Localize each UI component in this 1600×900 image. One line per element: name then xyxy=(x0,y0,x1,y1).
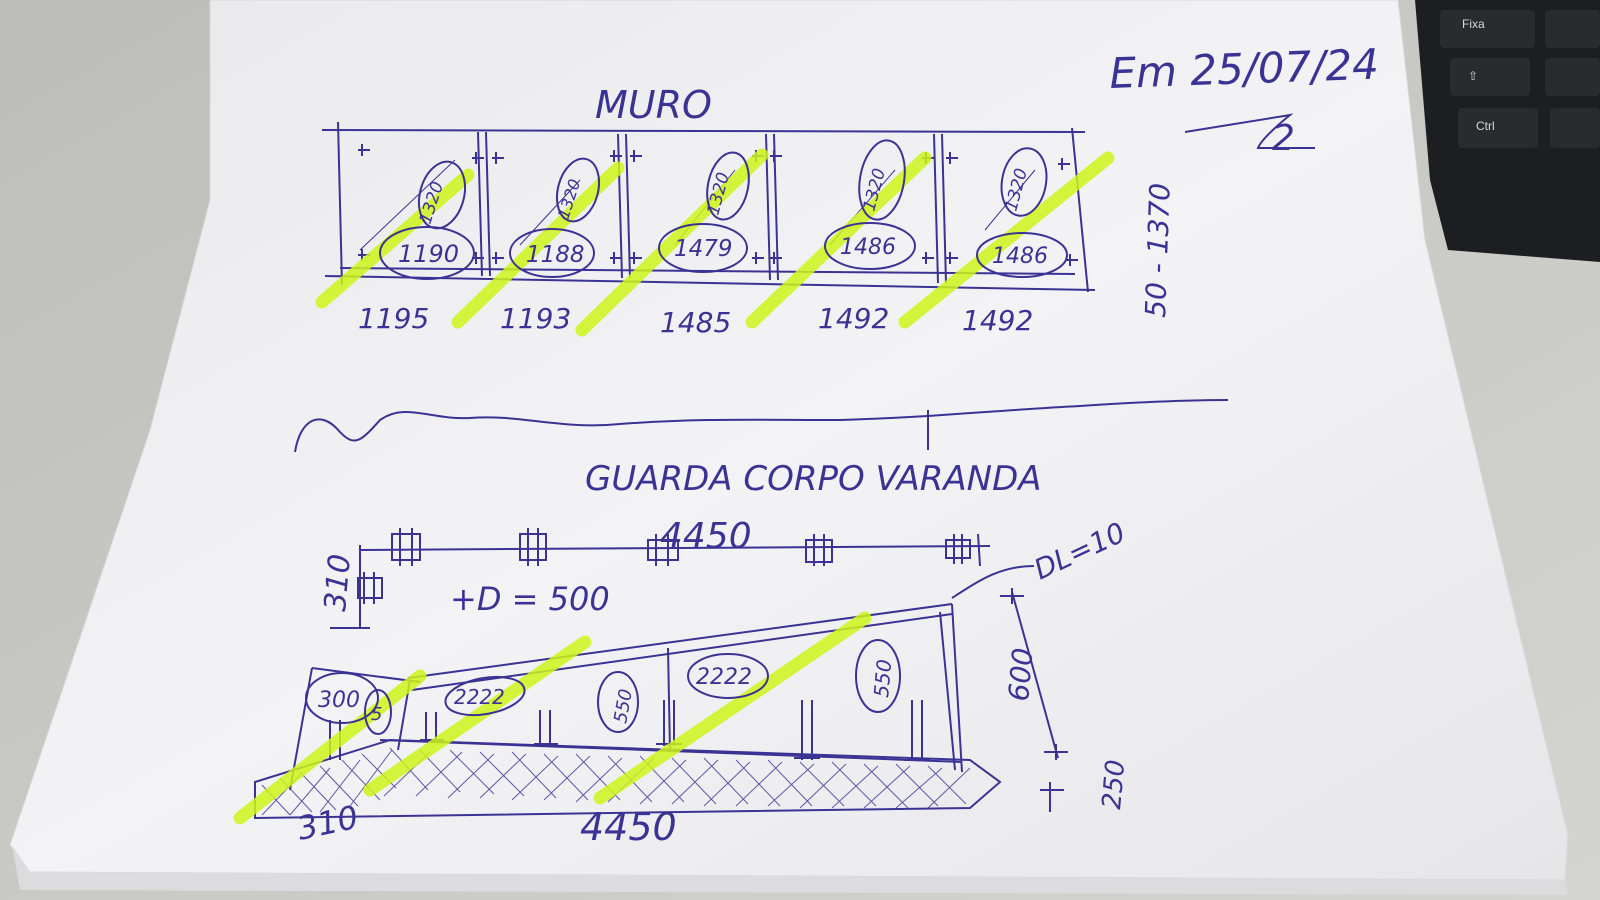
panel-4-width: 1492 xyxy=(818,302,889,335)
key-fixa-label: Fixa xyxy=(1462,17,1485,31)
key-fixa xyxy=(1440,10,1535,48)
muro-height-label: 50 - 1370 xyxy=(1139,182,1177,318)
key-ctrl-label: Ctrl xyxy=(1476,119,1495,133)
page-number: 2 xyxy=(1272,118,1295,159)
date-underline xyxy=(1184,113,1315,149)
panel-2-lower-oval xyxy=(509,228,595,278)
panel-4-lower: 1486 xyxy=(840,235,896,260)
panel-5-upper-oval xyxy=(1000,147,1048,217)
panel-5-lower-oval xyxy=(976,232,1068,278)
oval-label-5: 2222 xyxy=(696,665,752,690)
key-ctrl xyxy=(1458,108,1538,148)
panel-3-upper-oval xyxy=(706,151,750,221)
panel-3-lower: 1479 xyxy=(674,236,733,262)
elevation-height: 600 xyxy=(1002,646,1040,702)
oval-label-6: 550 xyxy=(869,658,896,698)
date-label: Em 25/07/24 xyxy=(1109,40,1380,98)
panel-4-lower-oval xyxy=(824,222,916,270)
key-shift xyxy=(1450,58,1530,96)
spacing-note: +D = 500 xyxy=(450,580,610,618)
panel-5-width: 1492 xyxy=(962,304,1033,337)
bottom-length: 4450 xyxy=(580,805,677,849)
panel-1-lower-oval xyxy=(379,226,475,280)
panel-2-width: 1193 xyxy=(500,302,571,335)
panel-3-lower-oval xyxy=(658,223,748,273)
panel-2-lower: 1188 xyxy=(526,242,585,268)
base-hatching xyxy=(261,747,971,816)
oval-label-1: 300 xyxy=(318,688,360,713)
muro-title: MURO xyxy=(595,83,712,127)
panel-5-lower: 1486 xyxy=(992,244,1048,269)
plan-side-length: 310 xyxy=(318,553,358,613)
guarda-corpo-title: GUARDA CORPO VARANDA xyxy=(585,459,1042,499)
plan-view xyxy=(330,528,1035,629)
keyboard: Fixa ⇧ Ctrl xyxy=(1415,0,1600,262)
key-shift-label: ⇧ xyxy=(1468,69,1478,83)
plan-top-length: 4450 xyxy=(660,516,752,557)
section-divider xyxy=(294,399,1229,453)
oval-label-3: 2222 xyxy=(454,685,505,709)
panel-1-width: 1195 xyxy=(358,302,429,335)
panel-2-upper-oval xyxy=(555,157,601,223)
panel-3-width: 1485 xyxy=(660,306,731,339)
oval-label-2: 5 xyxy=(371,704,382,725)
elevation-base: 250 xyxy=(1097,759,1131,811)
panel-4-upper-oval xyxy=(858,139,906,221)
paper-edge xyxy=(12,845,1568,895)
elevation-highlights xyxy=(233,611,872,825)
panel-1-lower: 1190 xyxy=(398,240,459,268)
muro-highlights xyxy=(315,148,1115,337)
